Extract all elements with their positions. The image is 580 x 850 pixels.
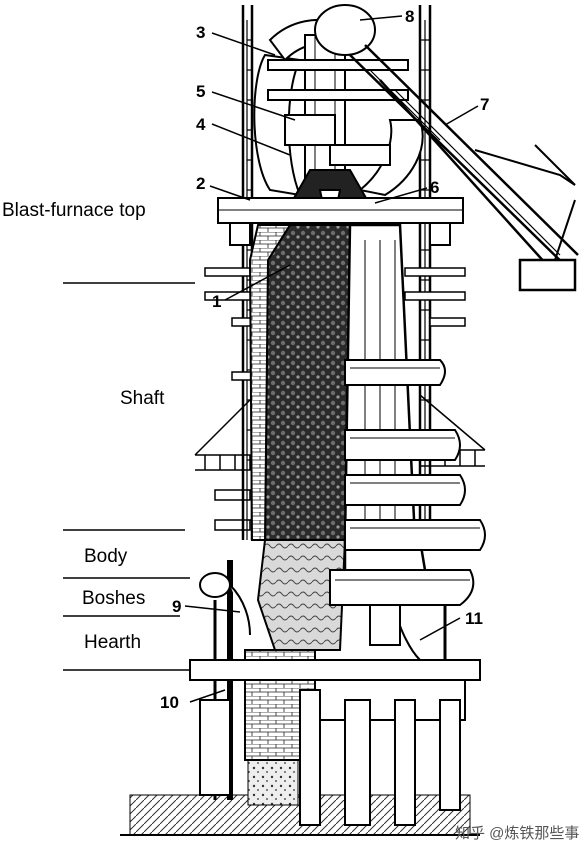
callout-7: 7 bbox=[480, 95, 489, 114]
callout-leaders bbox=[184, 15, 479, 703]
callout-5: 5 bbox=[196, 82, 205, 101]
furnace-burden bbox=[248, 224, 352, 651]
bustle-pipe bbox=[199, 572, 421, 661]
callout-10: 10 bbox=[160, 693, 179, 712]
hearth-block bbox=[189, 649, 481, 826]
callout-2: 2 bbox=[196, 174, 205, 193]
zone-boundaries bbox=[63, 282, 195, 671]
zone-label-top: Blast-furnace top bbox=[2, 200, 146, 221]
callout-6: 6 bbox=[430, 178, 439, 197]
callout-3: 3 bbox=[196, 23, 205, 42]
uptakes-gas-pipes bbox=[253, 4, 424, 197]
skip-incline bbox=[349, 44, 579, 292]
watermark-text: 知乎 @炼铁那些事 bbox=[455, 825, 579, 842]
zone-label-shaft: Shaft bbox=[120, 388, 165, 409]
zone-label-body: Body bbox=[84, 546, 128, 567]
callout-9: 9 bbox=[172, 597, 181, 616]
top-platform bbox=[217, 197, 464, 246]
spiral-platforms bbox=[329, 359, 486, 606]
zone-label-hearth: Hearth bbox=[84, 632, 141, 653]
zone-label-boshes: Boshes bbox=[82, 588, 145, 609]
callout-8: 8 bbox=[405, 7, 414, 26]
callout-4: 4 bbox=[196, 115, 206, 134]
callout-1: 1 bbox=[212, 292, 221, 311]
callout-11: 11 bbox=[465, 609, 483, 628]
